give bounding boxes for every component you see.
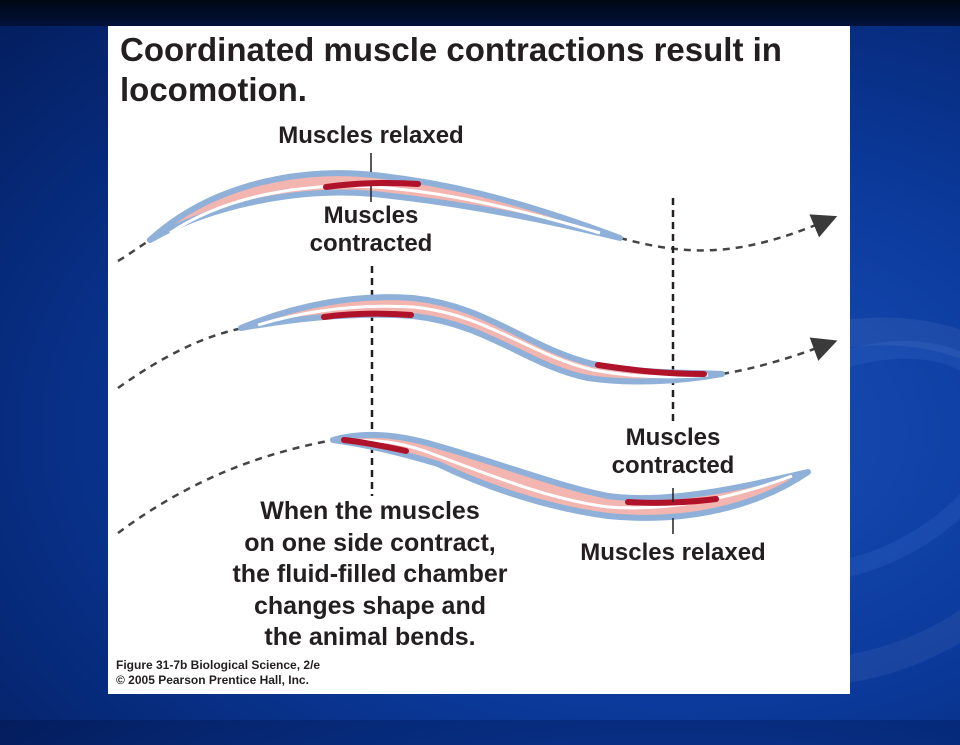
caption-line-1: When the muscles	[260, 497, 480, 525]
worm-locomotion-diagram	[117, 153, 838, 535]
worm-3-path-left	[117, 438, 334, 535]
bottom-contracted-line-2: contracted	[611, 452, 735, 479]
caption-line-5: the animal bends.	[264, 623, 476, 651]
bottom-muscles-contracted-label: Muscles contracted	[573, 424, 773, 480]
worm-1-contracted-muscle	[323, 180, 421, 190]
worm-3	[330, 431, 811, 521]
top-muscles-contracted-label: Muscles contracted	[271, 202, 471, 258]
worm-1-path-right	[619, 214, 838, 252]
top-contracted-line-1: Muscles	[323, 202, 419, 229]
credit-line-2: © 2005 Pearson Prentice Hall, Inc.	[116, 673, 309, 687]
figure-credit: Figure 31-7b Biological Science, 2/e © 2…	[116, 658, 320, 688]
worm-3-contracted-muscle-bottom	[625, 496, 719, 506]
worm-2	[238, 294, 725, 385]
figure-title: Coordinated muscle contractions result i…	[120, 31, 782, 108]
bottom-muscles-relaxed-label: Muscles relaxed	[580, 539, 766, 566]
bottom-contracted-line-1: Muscles	[625, 424, 721, 451]
worm-2-contracted-muscle-top	[321, 310, 414, 320]
caption-line-2: on one side contract,	[244, 528, 496, 557]
figure-panel: Coordinated muscle contractions result i…	[108, 26, 850, 694]
caption-line-4: changes shape and	[253, 591, 487, 620]
caption: When the muscles on one side contract, t…	[200, 496, 540, 654]
credit-line-1: Figure 31-7b Biological Science, 2/e	[116, 658, 321, 672]
worm-1	[147, 170, 623, 243]
worm-3-contracted-muscle-head	[341, 437, 409, 454]
top-bar	[0, 0, 960, 26]
top-muscles-relaxed-label: Muscles relaxed	[278, 122, 464, 149]
top-contracted-line-2: contracted	[309, 230, 433, 257]
worm-2-path-left	[117, 326, 244, 390]
caption-line-3: the fluid-filled chamber	[232, 560, 508, 588]
worm-1-path-left	[117, 237, 153, 263]
worm-2-contracted-muscle-bottom	[595, 362, 707, 377]
worm-2-path-right	[721, 337, 838, 376]
